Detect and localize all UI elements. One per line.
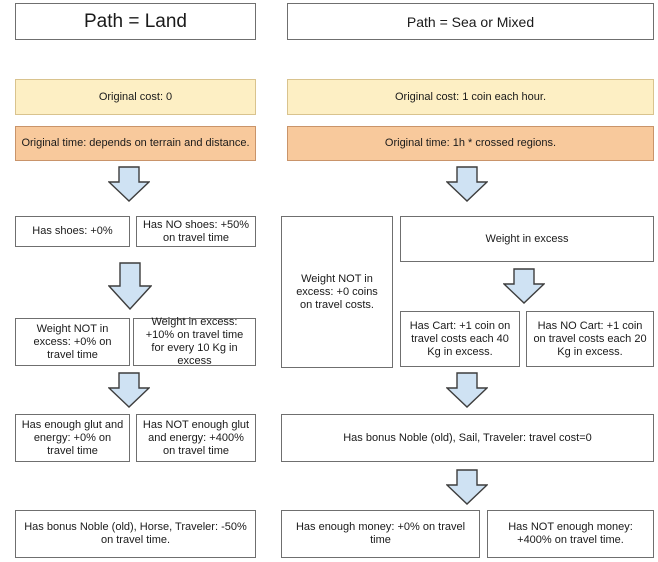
down-arrow-icon	[503, 268, 545, 304]
land-weight-excess: Weight in excess: +10% on travel time fo…	[133, 316, 256, 367]
sea-weight-excess: Weight in excess	[400, 216, 654, 262]
sea-weight-ok: Weight NOT in excess: +0 coins on travel…	[281, 216, 393, 368]
sea-time: Original time: 1h * crossed regions.	[287, 126, 654, 161]
land-shoes-no: Has NO shoes: +50% on travel time	[136, 216, 256, 247]
down-arrow-icon	[446, 372, 488, 408]
land-cost: Original cost: 0	[15, 79, 256, 115]
land-bonus: Has bonus Noble (old), Horse, Traveler: …	[15, 510, 256, 558]
sea-cart-no: Has NO Cart: +1 coin on travel costs eac…	[526, 311, 654, 367]
sea-bonus: Has bonus Noble (old), Sail, Traveler: t…	[281, 414, 654, 462]
sea-money-no: Has NOT enough money: +400% on travel ti…	[487, 510, 654, 558]
land-weight-ok: Weight NOT in excess: +0% on travel time	[15, 318, 130, 366]
sea-cost: Original cost: 1 coin each hour.	[287, 79, 654, 115]
down-arrow-icon	[108, 262, 152, 310]
land-time: Original time: depends on terrain and di…	[15, 126, 256, 161]
down-arrow-icon	[108, 166, 150, 202]
sea-cart-yes: Has Cart: +1 coin on travel costs each 4…	[400, 311, 520, 367]
sea-money-yes: Has enough money: +0% on travel time	[281, 510, 480, 558]
down-arrow-icon	[446, 166, 488, 202]
sea-title: Path = Sea or Mixed	[287, 3, 654, 40]
land-title: Path = Land	[15, 3, 256, 40]
down-arrow-icon	[108, 372, 150, 408]
land-glut-no: Has NOT enough glut and energy: +400% on…	[136, 414, 256, 462]
land-glut-yes: Has enough glut and energy: +0% on trave…	[15, 414, 130, 462]
land-shoes-yes: Has shoes: +0%	[15, 216, 130, 247]
down-arrow-icon	[446, 469, 488, 505]
